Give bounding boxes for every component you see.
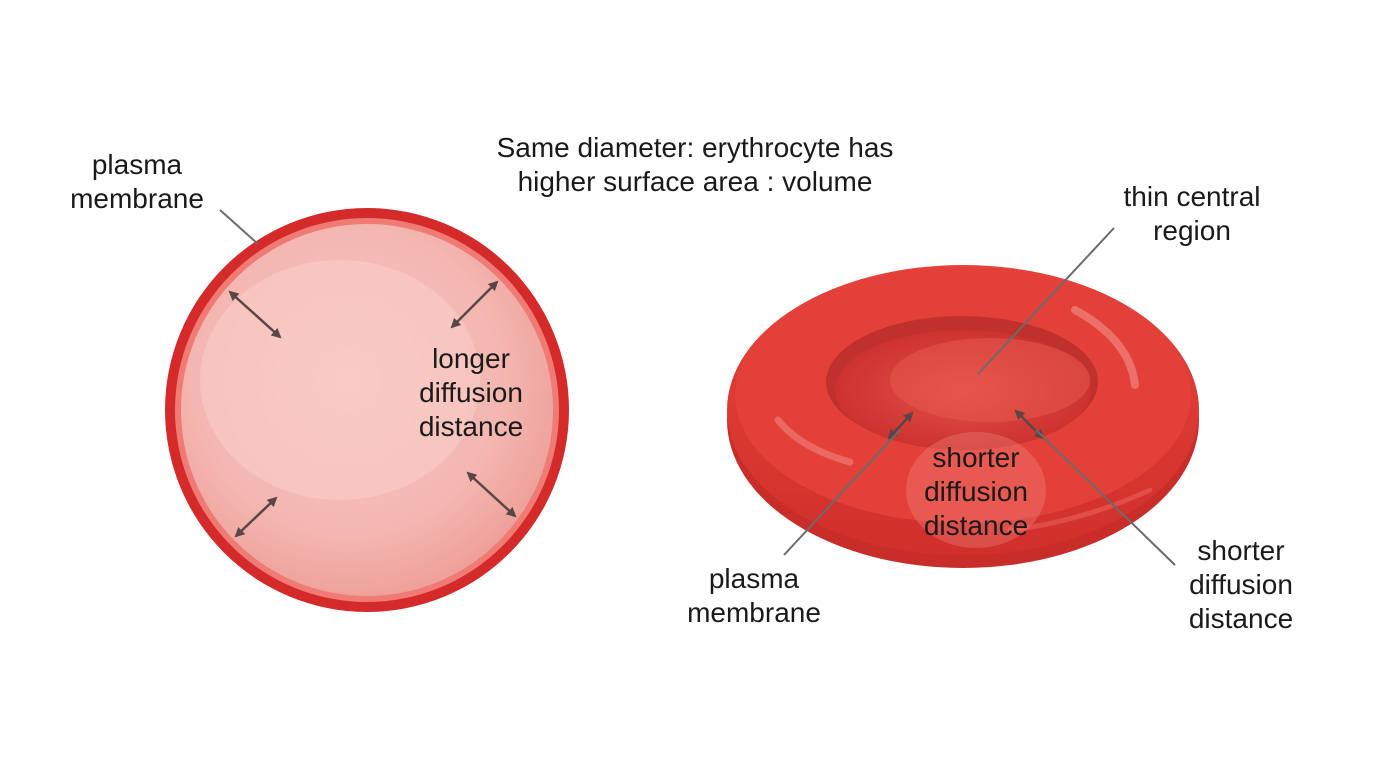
right-leader-lines [783, 227, 1176, 566]
right-membrane-label-line-2: membrane [687, 597, 821, 628]
left-diffusion-arrows [228, 280, 517, 538]
outer-distance-label-line-2: diffusion [1189, 569, 1293, 600]
arrow-bottom-right [466, 471, 517, 518]
left-distance-label-line-1: longer [432, 343, 510, 374]
left-distance-label-line-2: diffusion [419, 377, 523, 408]
title-line-1: Same diameter: erythrocyte has [496, 132, 894, 163]
right-membrane-label: plasma membrane [687, 562, 821, 630]
outer-distance-leader [1035, 429, 1176, 566]
left-membrane-label: plasma membrane [70, 148, 204, 216]
left-distance-label-line-3: distance [418, 411, 524, 442]
left-membrane-leader [219, 209, 259, 245]
outer-distance-label-line-1: shorter [1197, 535, 1285, 566]
central-region-leader [977, 227, 1115, 375]
right-membrane-label-line-1: plasma [708, 563, 800, 594]
title-line-2: higher surface area : volume [517, 166, 873, 197]
left-membrane-label-line-2: membrane [70, 183, 204, 214]
arrow-inner-left [887, 411, 914, 440]
central-region-label-line-2: region [1153, 215, 1231, 246]
erythrocyte-cell [727, 265, 1199, 568]
central-region-label: thin central region [1124, 180, 1261, 248]
arrow-top-left [228, 290, 282, 339]
inner-distance-label-line-2: diffusion [924, 476, 1028, 507]
outer-distance-label: shorter diffusion distance [1189, 534, 1293, 636]
right-membrane-leader [783, 429, 901, 556]
arrow-top-right [450, 280, 499, 329]
arrow-bottom-left [234, 496, 278, 538]
left-membrane-label-line-1: plasma [91, 149, 183, 180]
left-distance-label: longer diffusion distance [419, 342, 523, 444]
outer-distance-label-line-3: distance [1188, 603, 1294, 634]
central-region-label-line-1: thin central [1123, 181, 1261, 212]
inner-distance-label-line-3: distance [923, 510, 1029, 541]
inner-distance-label: shorter diffusion distance [924, 441, 1028, 543]
diagram-title: Same diameter: erythrocyte has higher su… [497, 131, 894, 199]
inner-distance-label-line-1: shorter [932, 442, 1020, 473]
